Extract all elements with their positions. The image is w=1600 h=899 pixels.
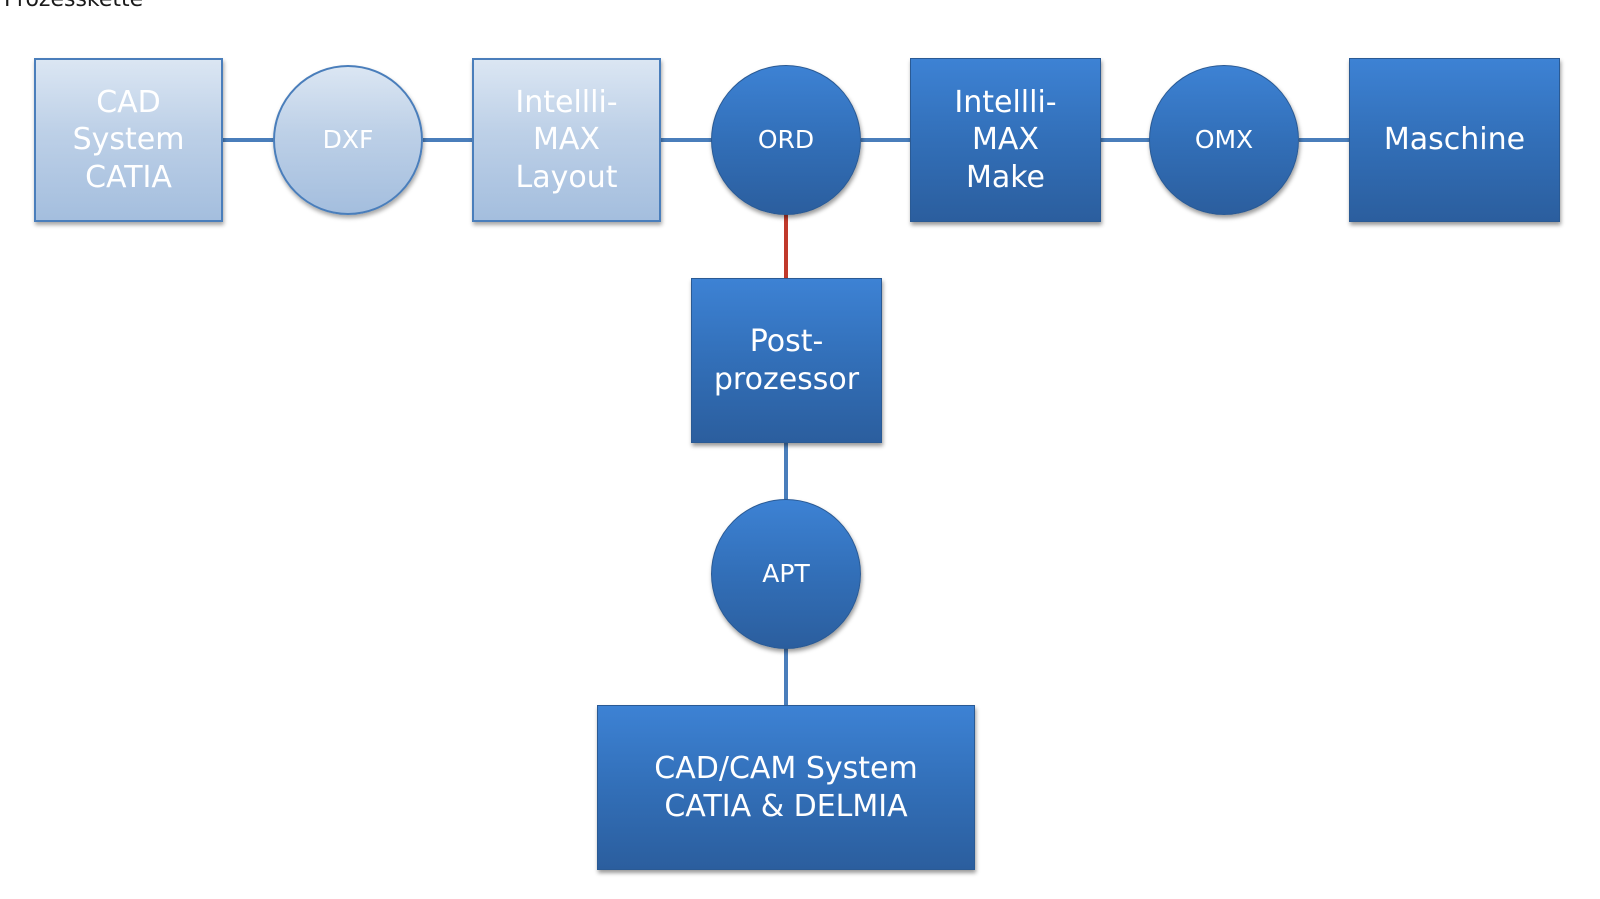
node-cadcam-system: CAD/CAM System CATIA & DELMIA <box>597 705 975 870</box>
node-intellimax-make: Intellli- MAX Make <box>910 58 1101 222</box>
node-intellimax-layout: Intellli- MAX Layout <box>472 58 661 222</box>
node-omx: OMX <box>1149 65 1299 215</box>
page-heading-partial: Prozesskette <box>4 0 143 12</box>
node-apt: APT <box>711 499 861 649</box>
node-maschine: Maschine <box>1349 58 1560 222</box>
node-dxf: DXF <box>273 65 423 215</box>
node-cad-system-catia: CAD System CATIA <box>34 58 223 222</box>
node-ord: ORD <box>711 65 861 215</box>
node-postprozessor: Post- prozessor <box>691 278 882 443</box>
